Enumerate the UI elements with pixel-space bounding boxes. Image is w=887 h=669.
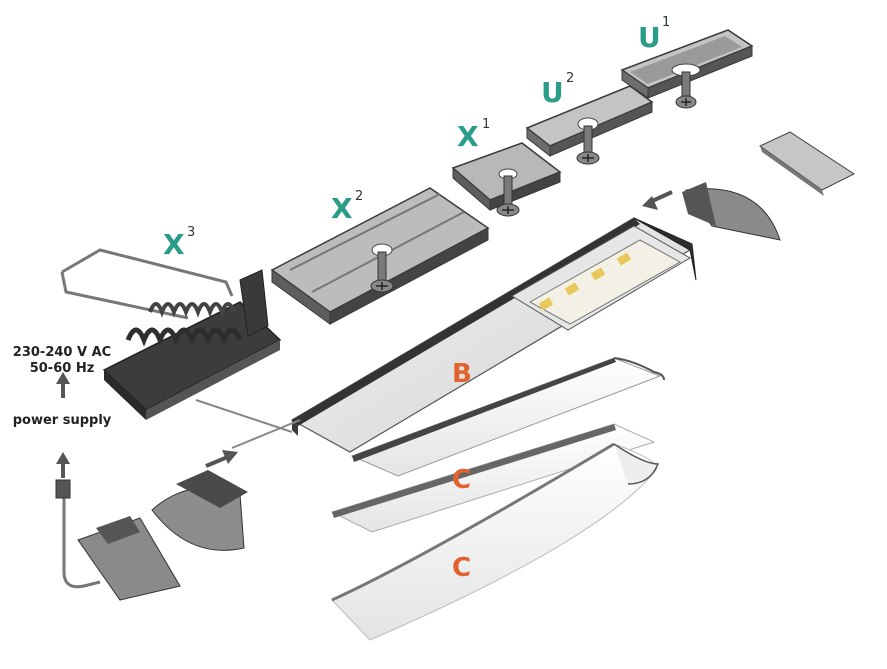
diffuser-c1 [330,423,656,533]
spring-coil [125,302,243,347]
arrow-icon [56,452,70,478]
end-cap-connector-right [759,131,856,196]
arrow-icon [642,190,673,210]
label-x3: X [163,228,185,261]
label-x1-superscript: 1 [482,117,490,132]
label-u2-superscript: 2 [566,71,574,86]
power-frequency: 50-60 Hz [30,361,95,376]
mounting-clip-u1 [620,29,754,109]
label-u1-superscript: 1 [662,15,670,30]
label-u2: U [541,76,564,109]
diffuser-c2 [331,442,660,641]
main-profile [195,217,697,453]
label-x2-superscript: 2 [355,189,363,204]
label-x1: X [457,120,479,153]
screw-icon [370,251,394,293]
end-cap-left [151,470,248,551]
screw-icon [576,125,600,165]
mounting-clip-u2 [525,85,654,165]
mounting-plate-x2 [270,187,490,325]
label-c2: C [452,553,471,583]
diffuser-b [350,357,665,477]
screw-icon [675,71,697,109]
label-x3-superscript: 3 [187,225,195,240]
led-strip [528,239,682,325]
label-b: B [452,359,472,389]
screw-icon [496,175,520,217]
label-c1: C [452,465,471,495]
bracket-x3 [60,248,282,420]
power-supply-label: power supply [13,413,112,428]
label-u1: U [638,21,661,54]
power-connector [55,479,181,601]
mounting-clip-x1 [451,142,562,217]
end-cap-right [682,182,781,241]
power-voltage: 230-240 V AC [13,345,111,360]
label-x2: X [331,192,353,225]
arrow-icon [205,450,238,468]
arrow-icon [56,372,70,398]
